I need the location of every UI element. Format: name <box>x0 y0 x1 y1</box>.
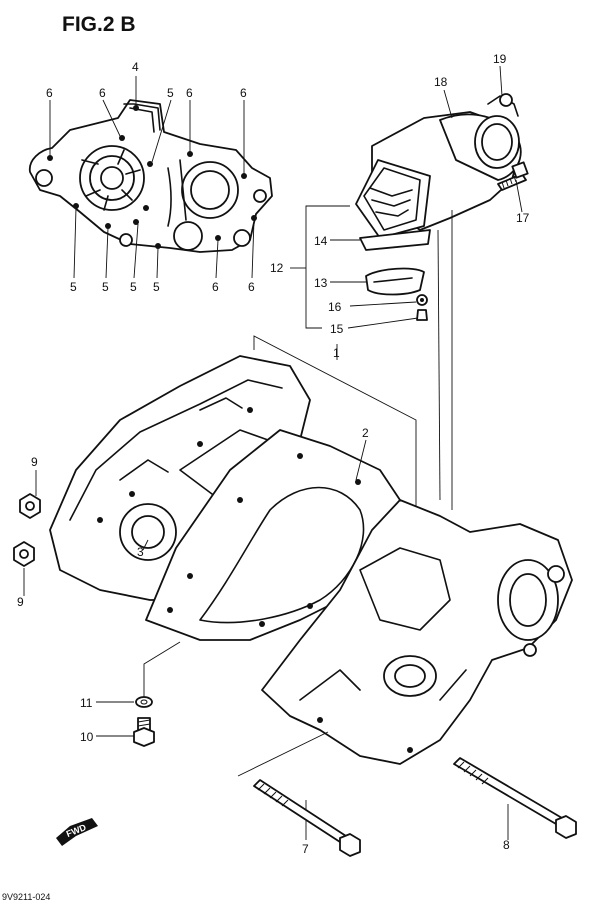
callout-16: 16 <box>328 300 342 314</box>
callout-1: 1 <box>333 346 340 360</box>
callout-5: 5 <box>102 280 109 294</box>
callout-9: 9 <box>31 455 38 469</box>
callout-6: 6 <box>99 86 106 100</box>
callout-12: 12 <box>270 261 284 275</box>
callout-7: 7 <box>302 842 309 856</box>
callout-6: 6 <box>46 86 53 100</box>
callout-13: 13 <box>314 276 328 290</box>
callout-5: 5 <box>70 280 77 294</box>
nut-9-drawings <box>13 493 41 567</box>
callout-4: 4 <box>132 60 139 74</box>
callout-3: 3 <box>137 545 144 559</box>
callout-5: 5 <box>167 86 174 100</box>
callout-5: 5 <box>130 280 137 294</box>
callout-6: 6 <box>212 280 219 294</box>
callout-labels: 4 6 6 5 6 6 5 5 5 5 6 6 19 18 17 14 12 1… <box>17 52 530 856</box>
callout-8: 8 <box>503 838 510 852</box>
crankcase-drawing <box>49 355 573 765</box>
forward-direction-arrow: FWD <box>56 818 98 846</box>
reed-valve-assembly-drawing <box>355 93 529 321</box>
crankcase-cover-drawing <box>28 99 273 253</box>
callout-10: 10 <box>80 730 94 744</box>
callout-6: 6 <box>186 86 193 100</box>
callout-5: 5 <box>153 280 160 294</box>
cover-leader-lines <box>49 76 255 279</box>
washer-and-bolt-drawings <box>133 696 155 747</box>
callout-15: 15 <box>330 322 344 336</box>
group-bracket-12 <box>290 65 523 510</box>
callout-14: 14 <box>314 234 328 248</box>
figure-title: FIG.2 B <box>62 13 136 36</box>
fwd-label: FWD <box>65 822 88 839</box>
crankcase-leader-lines <box>23 335 509 840</box>
callout-2: 2 <box>362 426 369 440</box>
callout-19: 19 <box>493 52 507 66</box>
callout-18: 18 <box>434 75 448 89</box>
callout-6: 6 <box>240 86 247 100</box>
callout-17: 17 <box>516 211 530 225</box>
callout-9: 9 <box>17 595 24 609</box>
long-bolt-drawings <box>253 757 577 857</box>
callout-11: 11 <box>80 696 93 710</box>
callout-6: 6 <box>248 280 255 294</box>
figure-code: 9V9211-024 <box>2 892 50 902</box>
